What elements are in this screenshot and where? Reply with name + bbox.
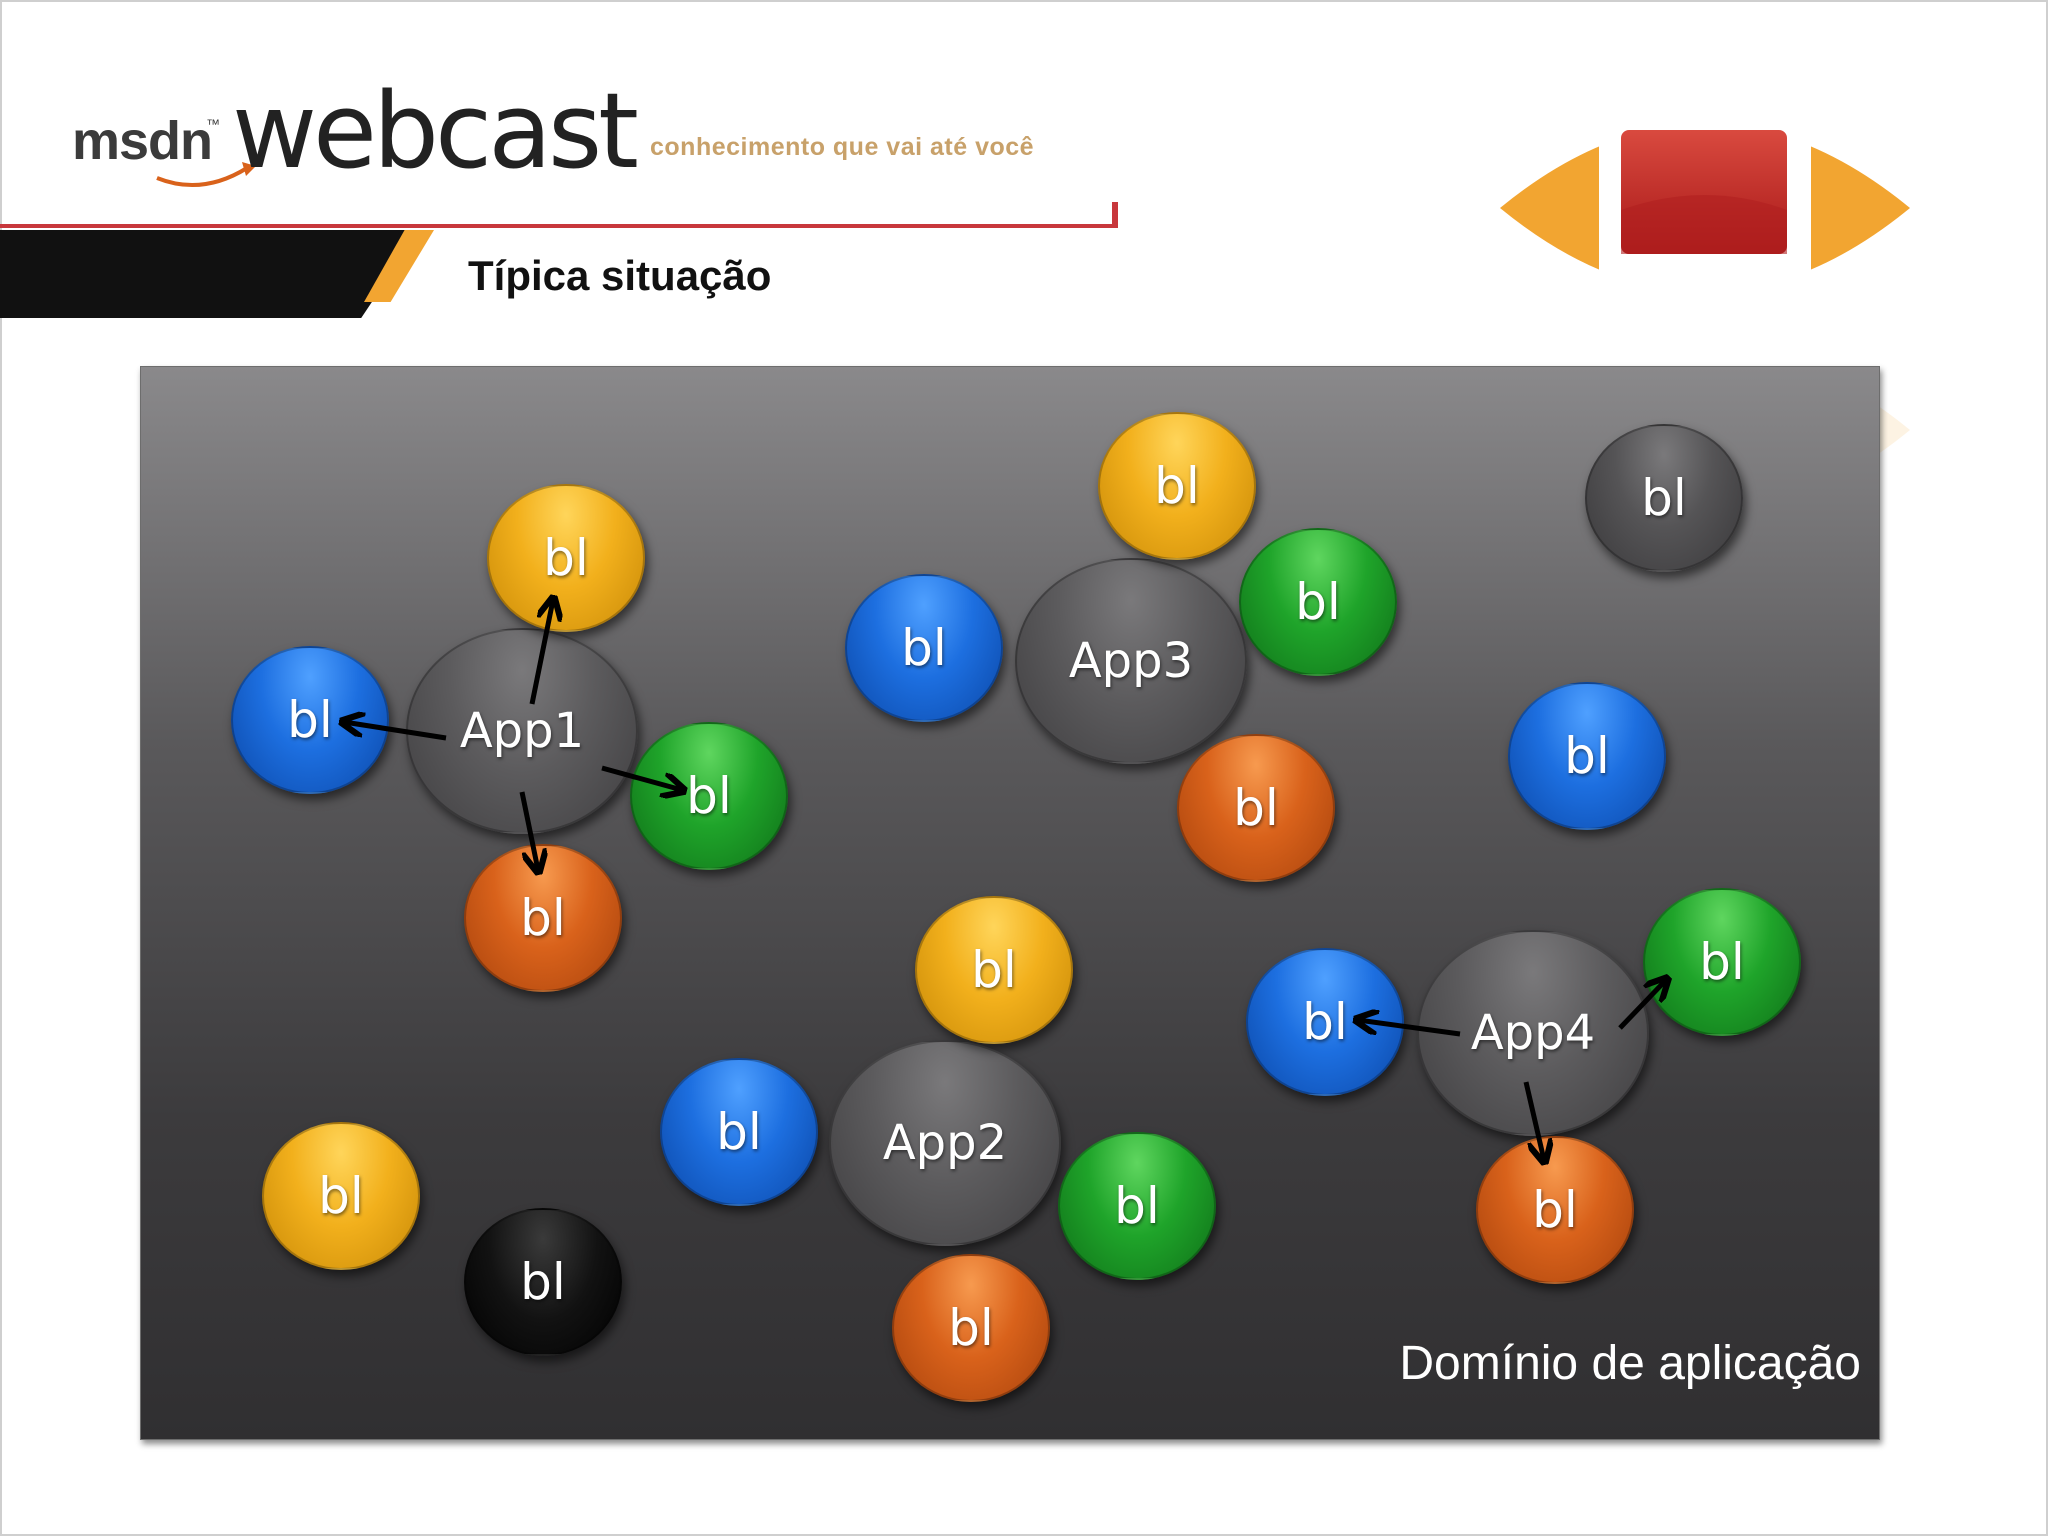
bl-label: bl — [1699, 933, 1745, 991]
bl-label: bl — [686, 767, 732, 825]
bl-node-green: bl — [1643, 888, 1801, 1036]
title-band — [0, 230, 420, 318]
bl-label: bl — [1532, 1181, 1578, 1239]
bl-node-black: bl — [464, 1208, 622, 1356]
bl-label: bl — [543, 529, 589, 587]
app-label: App2 — [882, 1115, 1008, 1171]
bl-label: bl — [1564, 727, 1610, 785]
bl-node-green: bl — [1058, 1132, 1216, 1280]
app-label: App4 — [1470, 1005, 1596, 1061]
app-node-app1: App1 — [406, 628, 638, 834]
bl-node-yellow: bl — [487, 484, 645, 632]
bl-node-orange: bl — [464, 844, 622, 992]
app-node-app3: App3 — [1015, 558, 1247, 764]
eye-logo-icon — [1500, 112, 1910, 304]
domain-label: Domínio de aplicação — [1399, 1337, 1861, 1390]
logo-swoosh-icon — [156, 162, 256, 188]
bl-label: bl — [1295, 573, 1341, 631]
app-node-app4: App4 — [1417, 930, 1649, 1136]
bl-node-orange: bl — [1476, 1136, 1634, 1284]
app-node-app2: App2 — [829, 1040, 1061, 1246]
logo-msdn-text: msdn — [72, 111, 213, 171]
bl-label: bl — [520, 1253, 566, 1311]
header-rule-tick — [1112, 202, 1118, 228]
bl-node-yellow: bl — [1098, 412, 1256, 560]
bl-node-blue: bl — [1508, 682, 1666, 830]
app-label: App3 — [1068, 633, 1194, 689]
slide-title: Típica situação — [468, 252, 772, 299]
bl-node-blue: bl — [845, 574, 1003, 722]
bl-label: bl — [520, 889, 566, 947]
bl-label: bl — [1154, 457, 1200, 515]
bl-label: bl — [1302, 993, 1348, 1051]
bl-label: bl — [1641, 469, 1687, 527]
header-rule — [0, 224, 1118, 228]
bl-node-blue: bl — [1246, 948, 1404, 1096]
bl-label: bl — [948, 1299, 994, 1357]
bl-node-gray: bl — [1585, 424, 1743, 572]
bl-node-blue: bl — [231, 646, 389, 794]
bl-node-yellow: bl — [262, 1122, 420, 1270]
bl-label: bl — [1233, 779, 1279, 837]
tagline: conhecimento que vai até você — [650, 133, 1035, 161]
bl-label: bl — [901, 619, 947, 677]
app-label: App1 — [459, 703, 585, 759]
bl-label: bl — [287, 691, 333, 749]
bl-node-blue: bl — [660, 1058, 818, 1206]
bl-label: bl — [318, 1167, 364, 1225]
bl-label: bl — [1114, 1177, 1160, 1235]
bl-node-yellow: bl — [915, 896, 1073, 1044]
bl-node-orange: bl — [892, 1254, 1050, 1402]
msdn-webcast-logo: msdn ™ webcast — [72, 70, 639, 192]
bl-node-green: bl — [1239, 528, 1397, 676]
logo-trademark-mark: ™ — [206, 116, 220, 132]
bl-label: bl — [971, 941, 1017, 999]
bl-node-orange: bl — [1177, 734, 1335, 882]
bl-node-green: bl — [630, 722, 788, 870]
logo-webcast-text: webcast — [232, 70, 639, 192]
bl-label: bl — [716, 1103, 762, 1161]
